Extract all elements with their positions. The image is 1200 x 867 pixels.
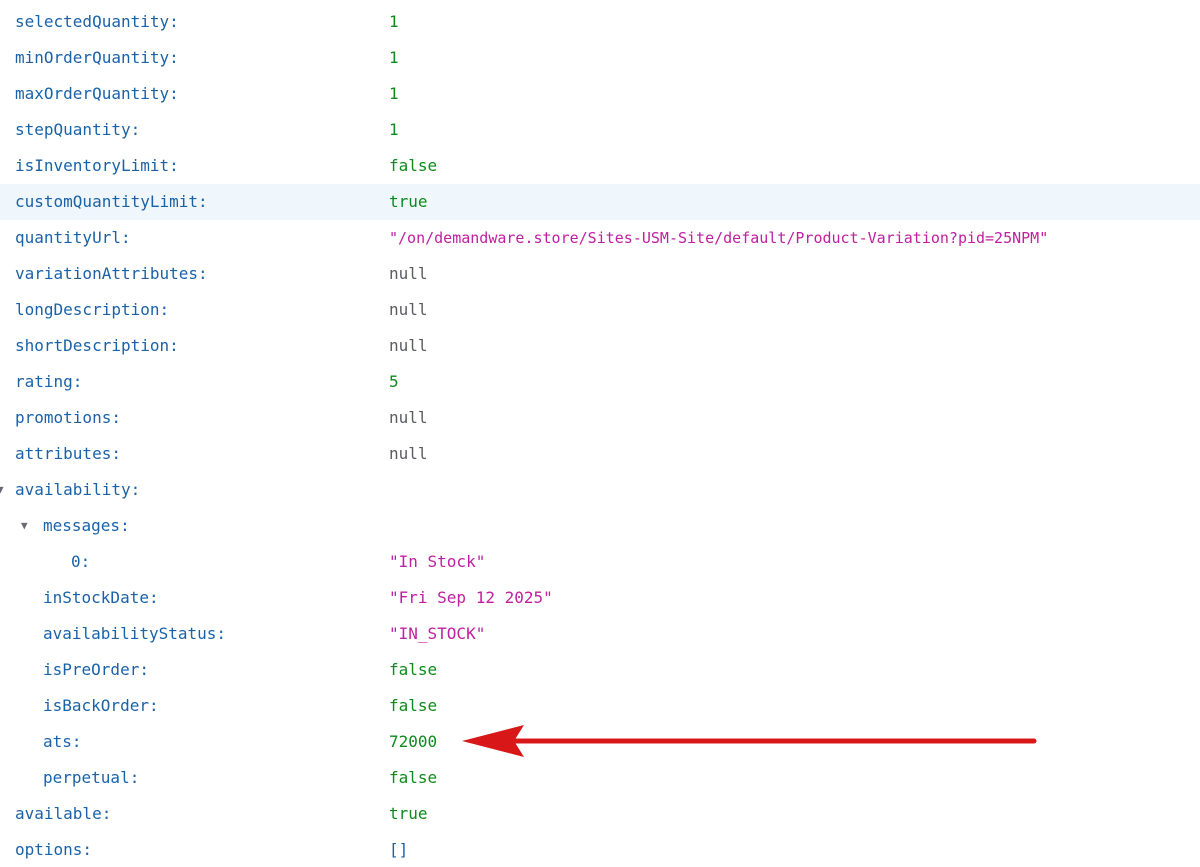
json-row-longdescription[interactable]: longDescription: null: [0, 292, 1200, 328]
json-key: inStockDate:: [43, 588, 159, 607]
json-value: 1: [389, 12, 399, 31]
json-row-attributes[interactable]: attributes: null: [0, 436, 1200, 472]
json-row-selectedquantity[interactable]: selectedQuantity: 1: [0, 4, 1200, 40]
json-value: 5: [389, 372, 399, 391]
json-value: "IN_STOCK": [389, 624, 486, 643]
json-value: null: [389, 444, 428, 463]
json-key: customQuantityLimit:: [15, 192, 208, 211]
triangle-down-icon[interactable]: ▼: [0, 483, 4, 496]
json-key: ats:: [43, 732, 82, 751]
json-value: 1: [389, 84, 399, 103]
json-row-isinventorylimit[interactable]: isInventoryLimit: false: [0, 148, 1200, 184]
json-value: 1: [389, 48, 399, 67]
json-key: isPreOrder:: [43, 660, 149, 679]
json-row-options[interactable]: options: []: [0, 832, 1200, 867]
json-value: null: [389, 264, 428, 283]
json-value: null: [389, 336, 428, 355]
json-row-ats[interactable]: ats: 72000: [0, 724, 1200, 760]
json-row-rating[interactable]: rating: 5: [0, 364, 1200, 400]
json-value: true: [389, 192, 428, 211]
json-key: promotions:: [15, 408, 121, 427]
json-key: perpetual:: [43, 768, 140, 787]
json-key: longDescription:: [15, 300, 170, 319]
json-row-quantityurl[interactable]: quantityUrl: "/on/demandware.store/Sites…: [0, 220, 1200, 256]
json-key: options:: [15, 840, 93, 859]
json-value: []: [389, 840, 409, 859]
json-value: false: [389, 660, 438, 679]
json-value: "In Stock": [389, 552, 486, 571]
json-key: minOrderQuantity:: [15, 48, 179, 67]
json-key: availabilityStatus:: [43, 624, 227, 643]
json-row-instockdate[interactable]: inStockDate: "Fri Sep 12 2025": [0, 580, 1200, 616]
json-key: selectedQuantity:: [15, 12, 179, 31]
json-key: 0:: [71, 552, 91, 571]
json-key: rating:: [15, 372, 83, 391]
json-key: shortDescription:: [15, 336, 179, 355]
json-value: "Fri Sep 12 2025": [389, 588, 553, 607]
json-row-messages[interactable]: ▼ messages:: [0, 508, 1200, 544]
json-key: availability:: [15, 480, 141, 499]
json-key: messages:: [43, 516, 130, 535]
json-key: attributes:: [15, 444, 121, 463]
json-row-availability[interactable]: ▼ availability:: [0, 472, 1200, 508]
json-row-stepquantity[interactable]: stepQuantity: 1: [0, 112, 1200, 148]
json-row-isbackorder[interactable]: isBackOrder: false: [0, 688, 1200, 724]
json-value: false: [389, 768, 438, 787]
json-row-minorderquantity[interactable]: minOrderQuantity: 1: [0, 40, 1200, 76]
json-value: 72000: [389, 732, 438, 751]
json-row-promotions[interactable]: promotions: null: [0, 400, 1200, 436]
json-value: null: [389, 408, 428, 427]
json-row-shortdescription[interactable]: shortDescription: null: [0, 328, 1200, 364]
json-row-availabilitystatus[interactable]: availabilityStatus: "IN_STOCK": [0, 616, 1200, 652]
json-value: "/on/demandware.store/Sites-USM-Site/def…: [389, 229, 1049, 247]
json-key: maxOrderQuantity:: [15, 84, 179, 103]
json-key: variationAttributes:: [15, 264, 208, 283]
json-value: 1: [389, 120, 399, 139]
triangle-down-icon[interactable]: ▼: [21, 519, 28, 532]
json-row-customquantitylimit[interactable]: customQuantityLimit: true: [0, 184, 1200, 220]
json-row-available[interactable]: available: true: [0, 796, 1200, 832]
json-row-perpetual[interactable]: perpetual: false: [0, 760, 1200, 796]
json-row-messages-0[interactable]: 0: "In Stock": [0, 544, 1200, 580]
json-row-ispreorder[interactable]: isPreOrder: false: [0, 652, 1200, 688]
json-row-variationattributes[interactable]: variationAttributes: null: [0, 256, 1200, 292]
json-key: isBackOrder:: [43, 696, 159, 715]
json-key: stepQuantity:: [15, 120, 141, 139]
json-key: isInventoryLimit:: [15, 156, 179, 175]
json-value: false: [389, 156, 438, 175]
json-value: false: [389, 696, 438, 715]
json-key: available:: [15, 804, 112, 823]
json-value: true: [389, 804, 428, 823]
json-key: quantityUrl:: [15, 228, 131, 247]
json-value: null: [389, 300, 428, 319]
json-row-maxorderquantity[interactable]: maxOrderQuantity: 1: [0, 76, 1200, 112]
